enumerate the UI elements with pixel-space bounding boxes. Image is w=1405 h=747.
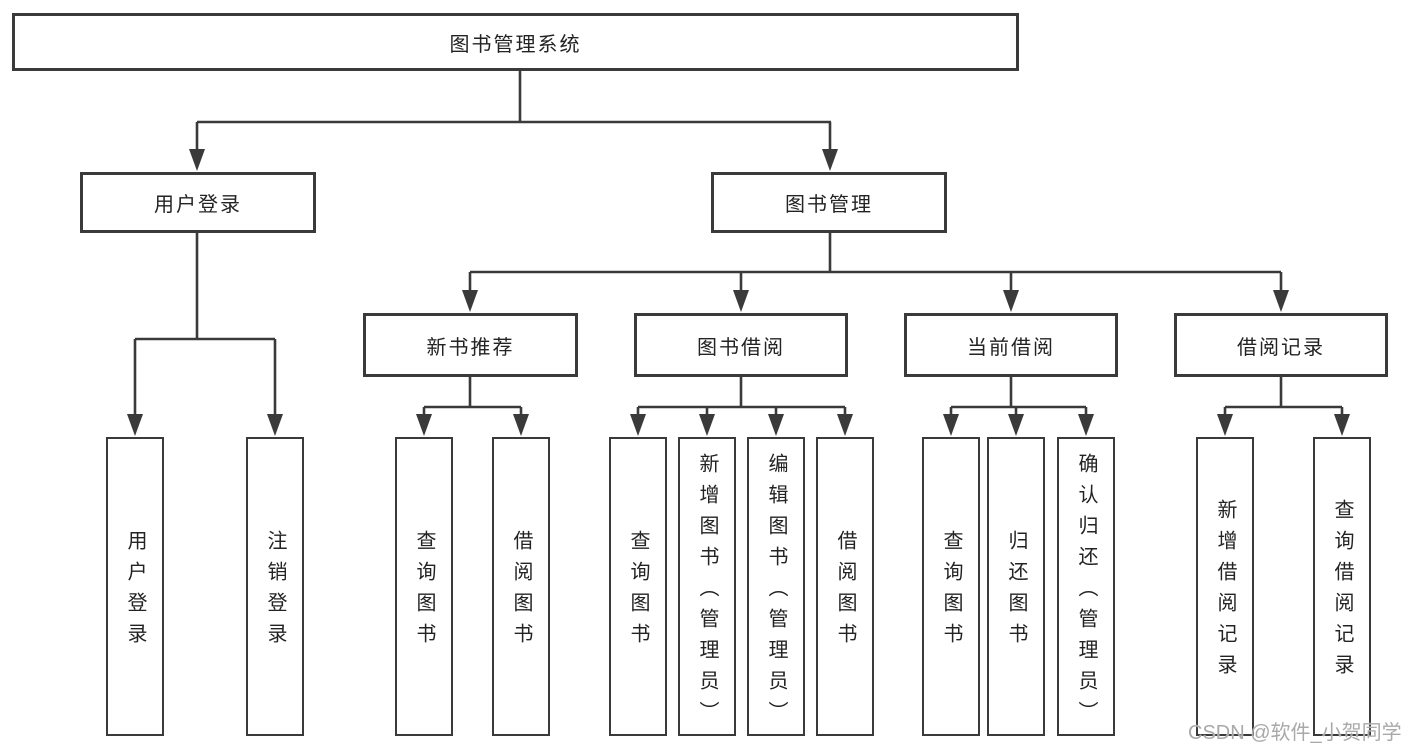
leaf-label: 注销登录 — [264, 530, 286, 654]
leaf-label: 借阅图书 — [834, 530, 856, 654]
leaf-return-book: 归还图书 — [987, 437, 1045, 736]
leaf-label: 查询借阅记录 — [1331, 499, 1353, 685]
node-book-management: 图书管理 — [711, 172, 947, 233]
leaf-label: 查询图书 — [413, 530, 435, 654]
leaf-query-borrow-record: 查询借阅记录 — [1313, 437, 1371, 736]
node-label: 图书借阅 — [697, 336, 785, 359]
leaf-label: 确认归还（管理员） — [1075, 452, 1097, 732]
node-label: 新书推荐 — [426, 336, 515, 359]
leaf-query-books-recommend: 查询图书 — [395, 437, 453, 736]
node-user-login: 用户登录 — [80, 172, 316, 233]
node-label: 当前借阅 — [967, 336, 1055, 359]
node-new-book-recommend: 新书推荐 — [363, 313, 578, 377]
node-label: 用户登录 — [154, 194, 242, 216]
leaf-label: 查询图书 — [627, 530, 649, 654]
leaf-add-book-admin: 新增图书（管理员） — [678, 437, 736, 736]
csdn-watermark: CSDN @软件_小贺同学 — [1188, 722, 1402, 744]
leaf-borrow-books: 借阅图书 — [816, 437, 874, 736]
leaf-label: 归还图书 — [1005, 530, 1027, 654]
leaf-edit-book-admin: 编辑图书（管理员） — [747, 437, 805, 736]
node-borrowing-records: 借阅记录 — [1174, 313, 1388, 377]
leaf-label: 新增图书（管理员） — [696, 452, 718, 732]
leaf-query-books-current: 查询图书 — [922, 437, 980, 736]
leaf-label: 编辑图书（管理员） — [765, 452, 787, 732]
leaf-user-login: 用户登录 — [106, 437, 164, 736]
leaf-add-borrow-record: 新增借阅记录 — [1196, 437, 1254, 736]
node-label: 图书管理系统 — [449, 33, 582, 56]
leaf-label: 借阅图书 — [510, 530, 532, 654]
leaf-query-books-borrowing: 查询图书 — [609, 437, 667, 736]
leaf-label: 用户登录 — [124, 530, 146, 654]
node-label: 借阅记录 — [1237, 336, 1325, 359]
node-book-management-system: 图书管理系统 — [12, 13, 1019, 71]
leaf-label: 新增借阅记录 — [1214, 499, 1236, 685]
node-book-borrowing: 图书借阅 — [634, 313, 848, 377]
node-label: 图书管理 — [785, 194, 873, 216]
leaf-confirm-return-admin: 确认归还（管理员） — [1057, 437, 1115, 736]
node-current-borrowing: 当前借阅 — [904, 313, 1118, 377]
leaf-logout: 注销登录 — [246, 437, 304, 736]
leaf-borrow-books-recommend: 借阅图书 — [492, 437, 550, 736]
leaf-label: 查询图书 — [940, 530, 962, 654]
